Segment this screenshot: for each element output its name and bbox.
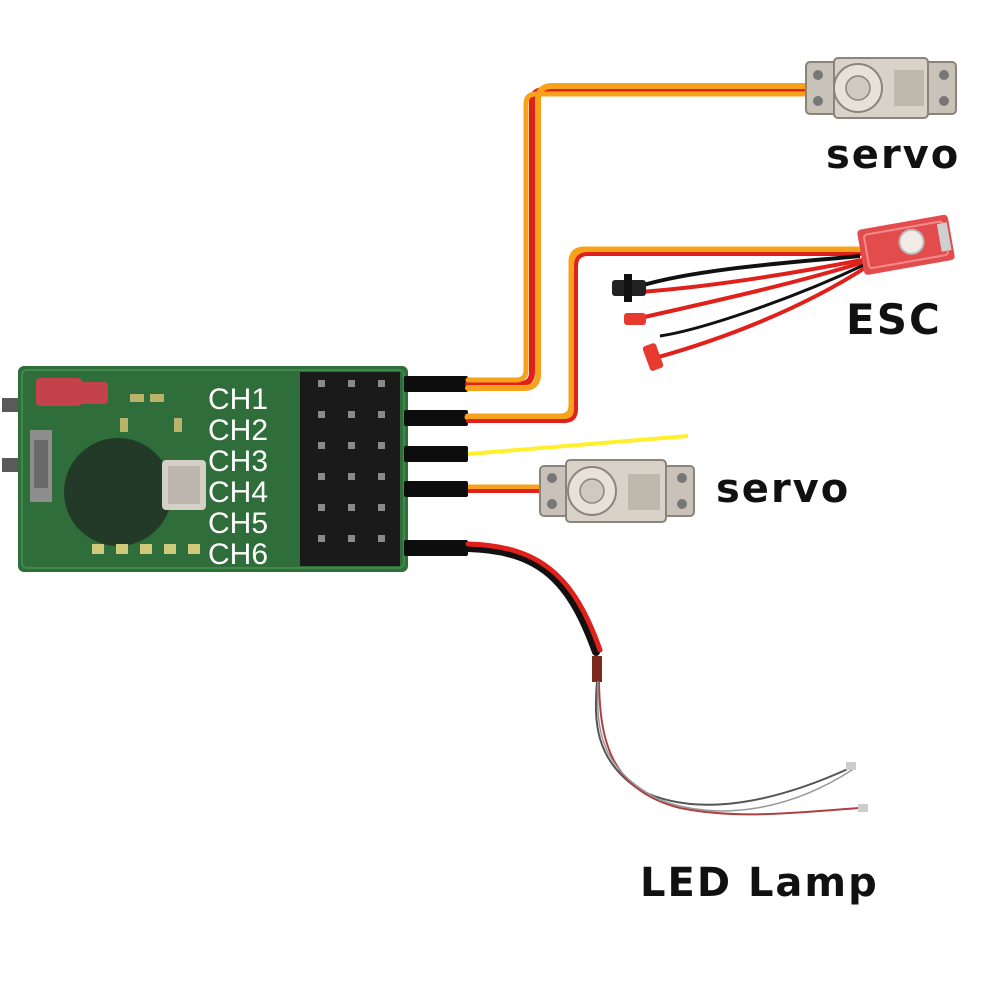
plug-ch6 <box>404 540 468 556</box>
plug-ch4 <box>404 481 468 497</box>
plug-ch3 <box>404 446 468 462</box>
led-bulb-1 <box>846 762 856 770</box>
header-pin <box>318 535 325 542</box>
servo-mid <box>539 459 695 523</box>
header-pin <box>378 504 385 511</box>
esc-motor-connector <box>624 313 646 325</box>
pcb-edge <box>21 369 405 569</box>
header-pin <box>378 442 385 449</box>
channel-label-ch1: CH1 <box>208 383 268 416</box>
pin-header <box>300 372 400 566</box>
header-pin <box>378 380 385 387</box>
connector-plugs <box>404 376 468 556</box>
header-pin <box>318 380 325 387</box>
wire-ch2-esc <box>464 246 864 423</box>
header-pin <box>378 411 385 418</box>
label-servo-mid: servo <box>716 466 850 512</box>
channel-label-ch2: CH2 <box>208 414 268 447</box>
channel-label-ch3: CH3 <box>208 445 268 478</box>
wire-ch3-yellow <box>467 434 689 456</box>
header-pin <box>378 473 385 480</box>
esc-device <box>612 214 955 371</box>
receiver-board: CH1 CH2 CH3 CH4 CH5 CH6 <box>2 366 408 572</box>
channel-label-ch4: CH4 <box>208 476 268 509</box>
header-pin <box>318 504 325 511</box>
wire-ch1-servo <box>465 83 815 391</box>
plug-ch2 <box>404 410 468 426</box>
label-led-lamp: LED Lamp <box>640 860 879 906</box>
plug-ch1 <box>404 376 468 392</box>
header-pin <box>318 473 325 480</box>
header-pin <box>348 504 355 511</box>
pin-grid <box>318 380 385 542</box>
channel-label-ch5: CH5 <box>208 507 268 540</box>
esc-motor-connector-2 <box>642 343 664 371</box>
header-pin <box>348 380 355 387</box>
wire-ch4-servo <box>468 484 552 493</box>
header-pin <box>348 535 355 542</box>
pcb-components <box>30 378 206 554</box>
led-bulb-2 <box>858 804 868 812</box>
header-pin <box>378 535 385 542</box>
label-esc: ESC <box>846 295 942 344</box>
led-connector <box>592 656 602 682</box>
header-pin <box>348 411 355 418</box>
wire-ch6-led <box>464 541 868 816</box>
header-pin <box>348 442 355 449</box>
channel-label-ch6: CH6 <box>208 538 268 571</box>
label-servo-top: servo <box>826 132 960 178</box>
header-pin <box>318 442 325 449</box>
header-pin <box>318 411 325 418</box>
servo-top <box>805 57 957 119</box>
header-pin <box>348 473 355 480</box>
